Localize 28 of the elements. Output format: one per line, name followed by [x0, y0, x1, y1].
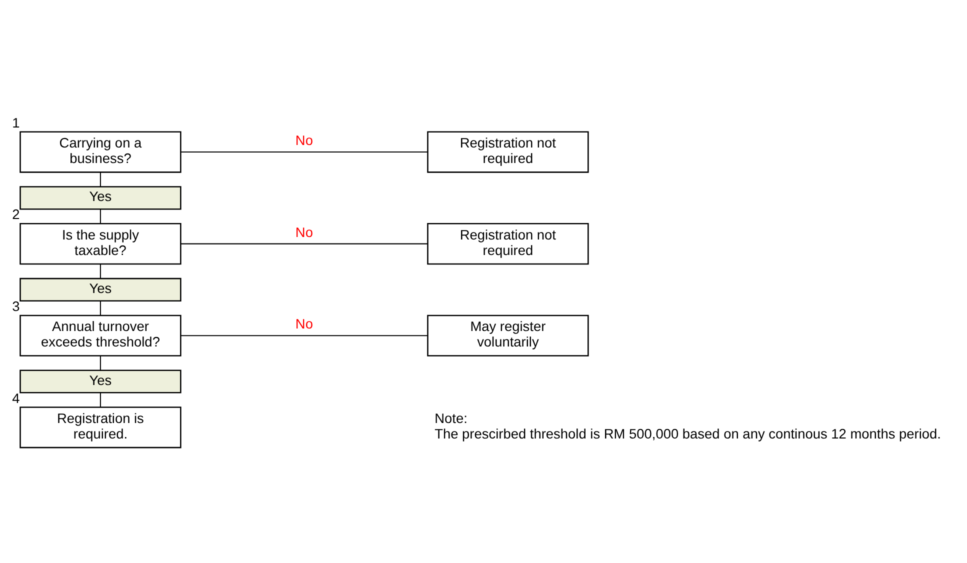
node-label: 3 [12, 298, 20, 314]
connector [100, 300, 101, 315]
edge-label: No [295, 224, 313, 240]
node-box: Registration not required [427, 130, 589, 172]
node-box: Registration is required. [20, 406, 182, 448]
node-box: Yes [20, 277, 182, 302]
connector [100, 392, 101, 407]
connector [180, 242, 428, 244]
connector [180, 151, 428, 152]
connector [100, 172, 101, 186]
node-label: 1 [12, 114, 20, 130]
node-box: Carrying on a business? [20, 130, 182, 172]
connector [180, 334, 428, 336]
node-box: Yes [20, 186, 182, 210]
node-box: Annual turnover exceeds threshold? [20, 314, 182, 356]
node-box: Is the supply taxable? [20, 222, 182, 264]
edge-label: No [295, 316, 313, 332]
node-box: Yes [20, 369, 182, 393]
node-label: 4 [12, 390, 20, 406]
connector [100, 208, 101, 224]
connector [100, 355, 101, 370]
node-box: Registration not required [427, 222, 589, 264]
label: The prescirbed threshold is RM 500,000 based on any continous 12 months period. [434, 426, 941, 441]
node-box: May register voluntarily [427, 314, 589, 356]
label: Note: [434, 410, 468, 426]
edge-label: No [295, 132, 313, 148]
node-label: 2 [12, 206, 20, 222]
connector [100, 264, 101, 278]
